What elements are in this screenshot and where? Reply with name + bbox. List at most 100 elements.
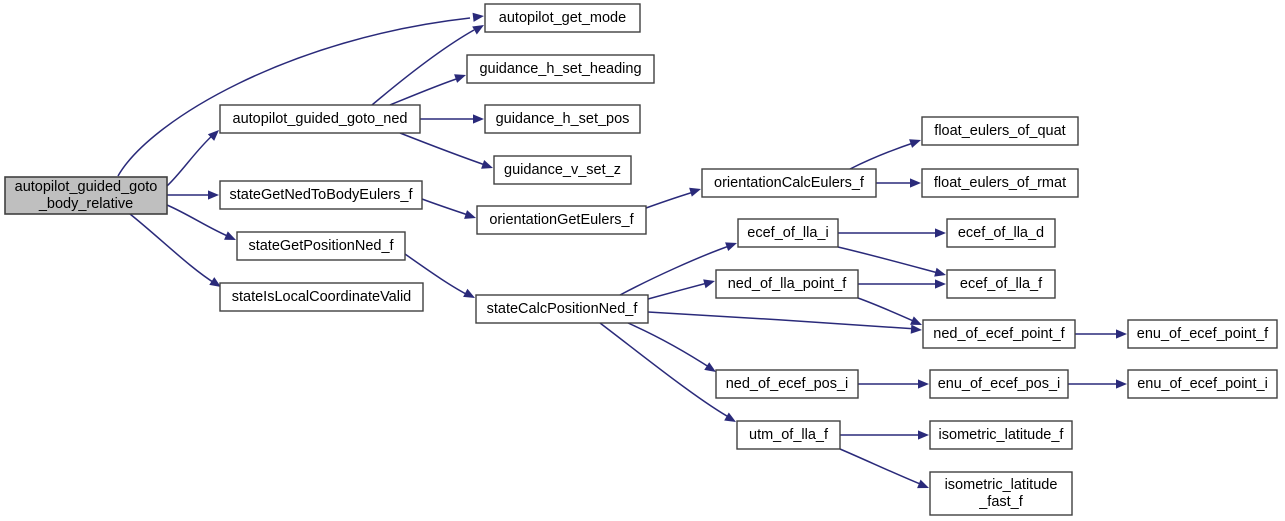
node-box[interactable] bbox=[921, 168, 1079, 198]
node-label: ned_of_ecef_point_f bbox=[933, 326, 1065, 342]
edge-arrowhead bbox=[1116, 329, 1127, 339]
call-edge bbox=[421, 198, 476, 219]
node-box[interactable] bbox=[715, 269, 859, 299]
node-label: stateCalcPositionNed_f bbox=[487, 301, 639, 317]
node-box[interactable] bbox=[484, 104, 641, 134]
edge-line bbox=[619, 244, 733, 296]
node-box[interactable] bbox=[929, 420, 1073, 450]
node-label: stateIsLocalCoordinateValid bbox=[232, 289, 411, 305]
node-box[interactable] bbox=[922, 319, 1076, 349]
call-edge bbox=[129, 213, 221, 287]
node-label: stateGetNedToBodyEulers_f bbox=[230, 187, 414, 203]
graph-node[interactable]: stateCalcPositionNed_f bbox=[475, 294, 649, 324]
graph-node[interactable]: autopilot_guided_goto_body_relative bbox=[4, 176, 168, 215]
node-box[interactable] bbox=[4, 176, 168, 215]
graph-node[interactable]: stateGetNedToBodyEulers_f bbox=[219, 180, 423, 210]
call-edge bbox=[619, 242, 737, 296]
graph-node[interactable]: enu_of_ecef_point_f bbox=[1127, 319, 1278, 349]
node-box[interactable] bbox=[946, 218, 1056, 248]
node-box[interactable] bbox=[929, 471, 1073, 516]
node-label: ned_of_lla_point_f bbox=[728, 276, 847, 292]
call-edge bbox=[399, 132, 493, 169]
node-box[interactable] bbox=[476, 205, 647, 235]
graph-node[interactable]: isometric_latitude_f bbox=[929, 420, 1073, 450]
node-box[interactable] bbox=[737, 218, 839, 248]
node-label: ecef_of_lla_f bbox=[960, 276, 1043, 292]
call-edge bbox=[404, 253, 475, 298]
call-edge bbox=[166, 204, 236, 240]
edge-arrowhead bbox=[935, 279, 946, 289]
edge-line bbox=[117, 17, 471, 177]
call-edge bbox=[371, 25, 484, 106]
node-box[interactable] bbox=[946, 269, 1056, 299]
edge-line bbox=[371, 29, 475, 106]
node-box[interactable] bbox=[219, 282, 424, 312]
edge-arrowhead bbox=[935, 228, 946, 238]
graph-node[interactable]: enu_of_ecef_point_i bbox=[1127, 369, 1278, 399]
graph-node[interactable]: guidance_v_set_z bbox=[493, 155, 632, 185]
edge-arrowhead bbox=[909, 139, 921, 148]
call-edge bbox=[1068, 379, 1127, 389]
call-edge bbox=[627, 322, 716, 372]
graph-node[interactable]: ned_of_ecef_pos_i bbox=[715, 369, 859, 399]
graph-node[interactable]: guidance_h_set_heading bbox=[466, 54, 655, 84]
node-box[interactable] bbox=[701, 168, 877, 198]
node-label: enu_of_ecef_point_f bbox=[1137, 326, 1269, 342]
edge-line bbox=[129, 213, 217, 285]
node-box[interactable] bbox=[219, 104, 421, 134]
graph-node[interactable]: orientationGetEulers_f bbox=[476, 205, 647, 235]
graph-node[interactable]: orientationCalcEulers_f bbox=[701, 168, 877, 198]
call-edge bbox=[839, 448, 929, 489]
graph-node[interactable]: stateGetPositionNed_f bbox=[236, 231, 406, 261]
node-box[interactable] bbox=[466, 54, 655, 84]
graph-node[interactable]: ned_of_ecef_point_f bbox=[922, 319, 1076, 349]
node-label: ned_of_ecef_pos_i bbox=[726, 376, 849, 392]
node-label: stateGetPositionNed_f bbox=[248, 238, 394, 254]
edge-arrowhead bbox=[703, 279, 715, 289]
call-edge bbox=[838, 228, 946, 238]
call-edge bbox=[167, 190, 219, 200]
edge-arrowhead bbox=[209, 277, 221, 287]
graph-node[interactable]: enu_of_ecef_pos_i bbox=[929, 369, 1069, 399]
graph-node[interactable]: autopilot_get_mode bbox=[484, 3, 641, 33]
edge-line bbox=[399, 132, 489, 167]
graph-node[interactable]: ecef_of_lla_f bbox=[946, 269, 1056, 299]
node-box[interactable] bbox=[1127, 369, 1278, 399]
edge-line bbox=[389, 76, 463, 106]
node-box[interactable] bbox=[493, 155, 632, 185]
call-edge bbox=[857, 297, 922, 325]
graph-node[interactable]: ecef_of_lla_i bbox=[737, 218, 839, 248]
call-edge bbox=[858, 379, 929, 389]
node-box[interactable] bbox=[1127, 319, 1278, 349]
edge-line bbox=[645, 190, 698, 209]
graph-node[interactable]: stateIsLocalCoordinateValid bbox=[219, 282, 424, 312]
call-edge bbox=[858, 279, 946, 289]
call-edge bbox=[849, 139, 921, 170]
edge-arrowhead bbox=[704, 362, 716, 372]
graph-node[interactable]: float_eulers_of_rmat bbox=[921, 168, 1079, 198]
node-box[interactable] bbox=[475, 294, 649, 324]
node-box[interactable] bbox=[219, 180, 423, 210]
graph-node[interactable]: ecef_of_lla_d bbox=[946, 218, 1056, 248]
node-box[interactable] bbox=[715, 369, 859, 399]
node-box[interactable] bbox=[484, 3, 641, 33]
node-box[interactable] bbox=[736, 420, 841, 450]
graph-node[interactable]: guidance_h_set_pos bbox=[484, 104, 641, 134]
graph-node[interactable]: autopilot_guided_goto_ned bbox=[219, 104, 421, 134]
graph-node[interactable]: utm_of_lla_f bbox=[736, 420, 841, 450]
node-label: float_eulers_of_quat bbox=[934, 123, 1065, 139]
node-label: autopilot_guided_goto_body_relative bbox=[15, 179, 158, 212]
node-box[interactable] bbox=[929, 369, 1069, 399]
graph-node[interactable]: ned_of_lla_point_f bbox=[715, 269, 859, 299]
edge-arrowhead bbox=[934, 267, 946, 277]
node-label: enu_of_ecef_point_i bbox=[1137, 376, 1268, 392]
node-label: isometric_latitude_fast_f bbox=[945, 477, 1058, 510]
node-label: float_eulers_of_rmat bbox=[934, 175, 1066, 191]
node-label: guidance_h_set_pos bbox=[496, 111, 630, 127]
node-box[interactable] bbox=[921, 116, 1079, 146]
edge-arrowhead bbox=[917, 479, 929, 489]
graph-node[interactable]: isometric_latitude_fast_f bbox=[929, 471, 1073, 516]
graph-node[interactable]: float_eulers_of_quat bbox=[921, 116, 1079, 146]
node-box[interactable] bbox=[236, 231, 406, 261]
